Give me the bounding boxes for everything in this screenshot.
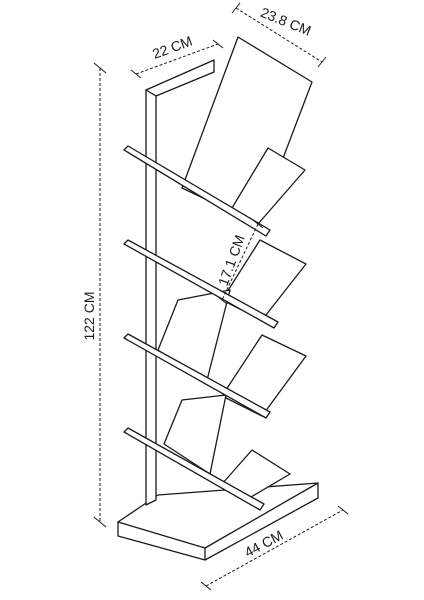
base-board bbox=[117, 482, 319, 561]
back-post bbox=[145, 59, 215, 506]
height-dimension: 122 CM bbox=[81, 62, 107, 528]
shelf-bars bbox=[123, 145, 279, 511]
shelf-width-label: 23.8 CM bbox=[258, 4, 313, 39]
height-label: 122 CM bbox=[81, 291, 97, 340]
shelf-bar-3 bbox=[123, 333, 271, 419]
shelf-bar-2 bbox=[123, 239, 279, 329]
shelf-panel-6 bbox=[163, 394, 227, 475]
shelf-panels bbox=[157, 36, 313, 501]
shelf-bar-1 bbox=[123, 145, 271, 237]
shelf-bar-4 bbox=[123, 427, 265, 511]
depth-label: 22 CM bbox=[150, 33, 194, 62]
shelf-panel-4 bbox=[221, 334, 307, 417]
